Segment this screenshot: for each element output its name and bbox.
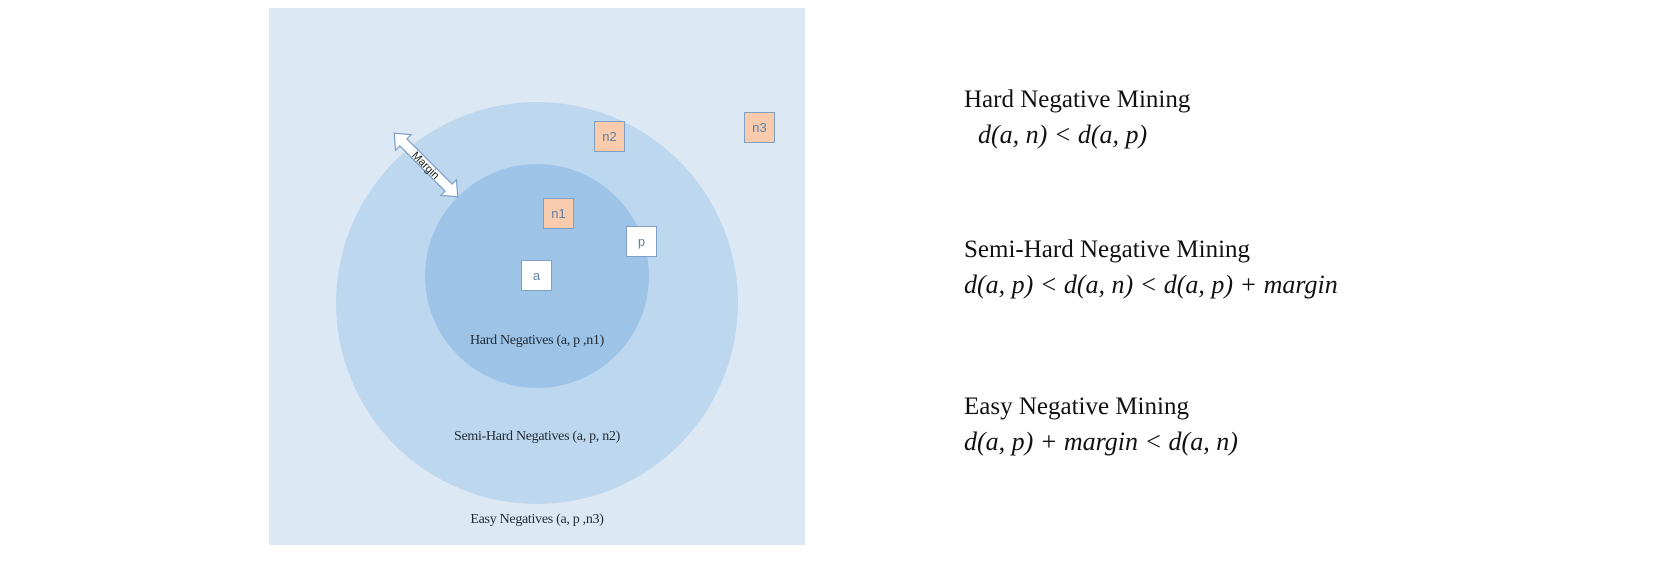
semi-hard-mining-title: Semi-Hard Negative Mining — [964, 236, 1251, 263]
semi-hard-negatives-label: Semi-Hard Negatives (a, p, n2) — [454, 429, 620, 444]
hard-mining-formula: d(a, n) < d(a, p) — [978, 120, 1148, 149]
point-p: p — [626, 226, 657, 257]
semi-hard-mining-formula: d(a, p) < d(a, n) < d(a, p) + margin — [964, 270, 1338, 299]
point-n2: n2 — [594, 121, 625, 152]
hard-mining-title: Hard Negative Mining — [964, 86, 1191, 113]
point-n1: n1 — [543, 198, 574, 229]
easy-mining-title: Easy Negative Mining — [964, 393, 1189, 420]
easy-mining-formula: d(a, p) + margin < d(a, n) — [964, 427, 1238, 456]
hard-negatives-label: Hard Negatives (a, p ,n1) — [469, 333, 605, 348]
point-n3: n3 — [744, 112, 775, 143]
easy-negatives-label: Easy Negatives (a, p ,n3) — [470, 512, 604, 527]
point-a: a — [521, 260, 552, 291]
